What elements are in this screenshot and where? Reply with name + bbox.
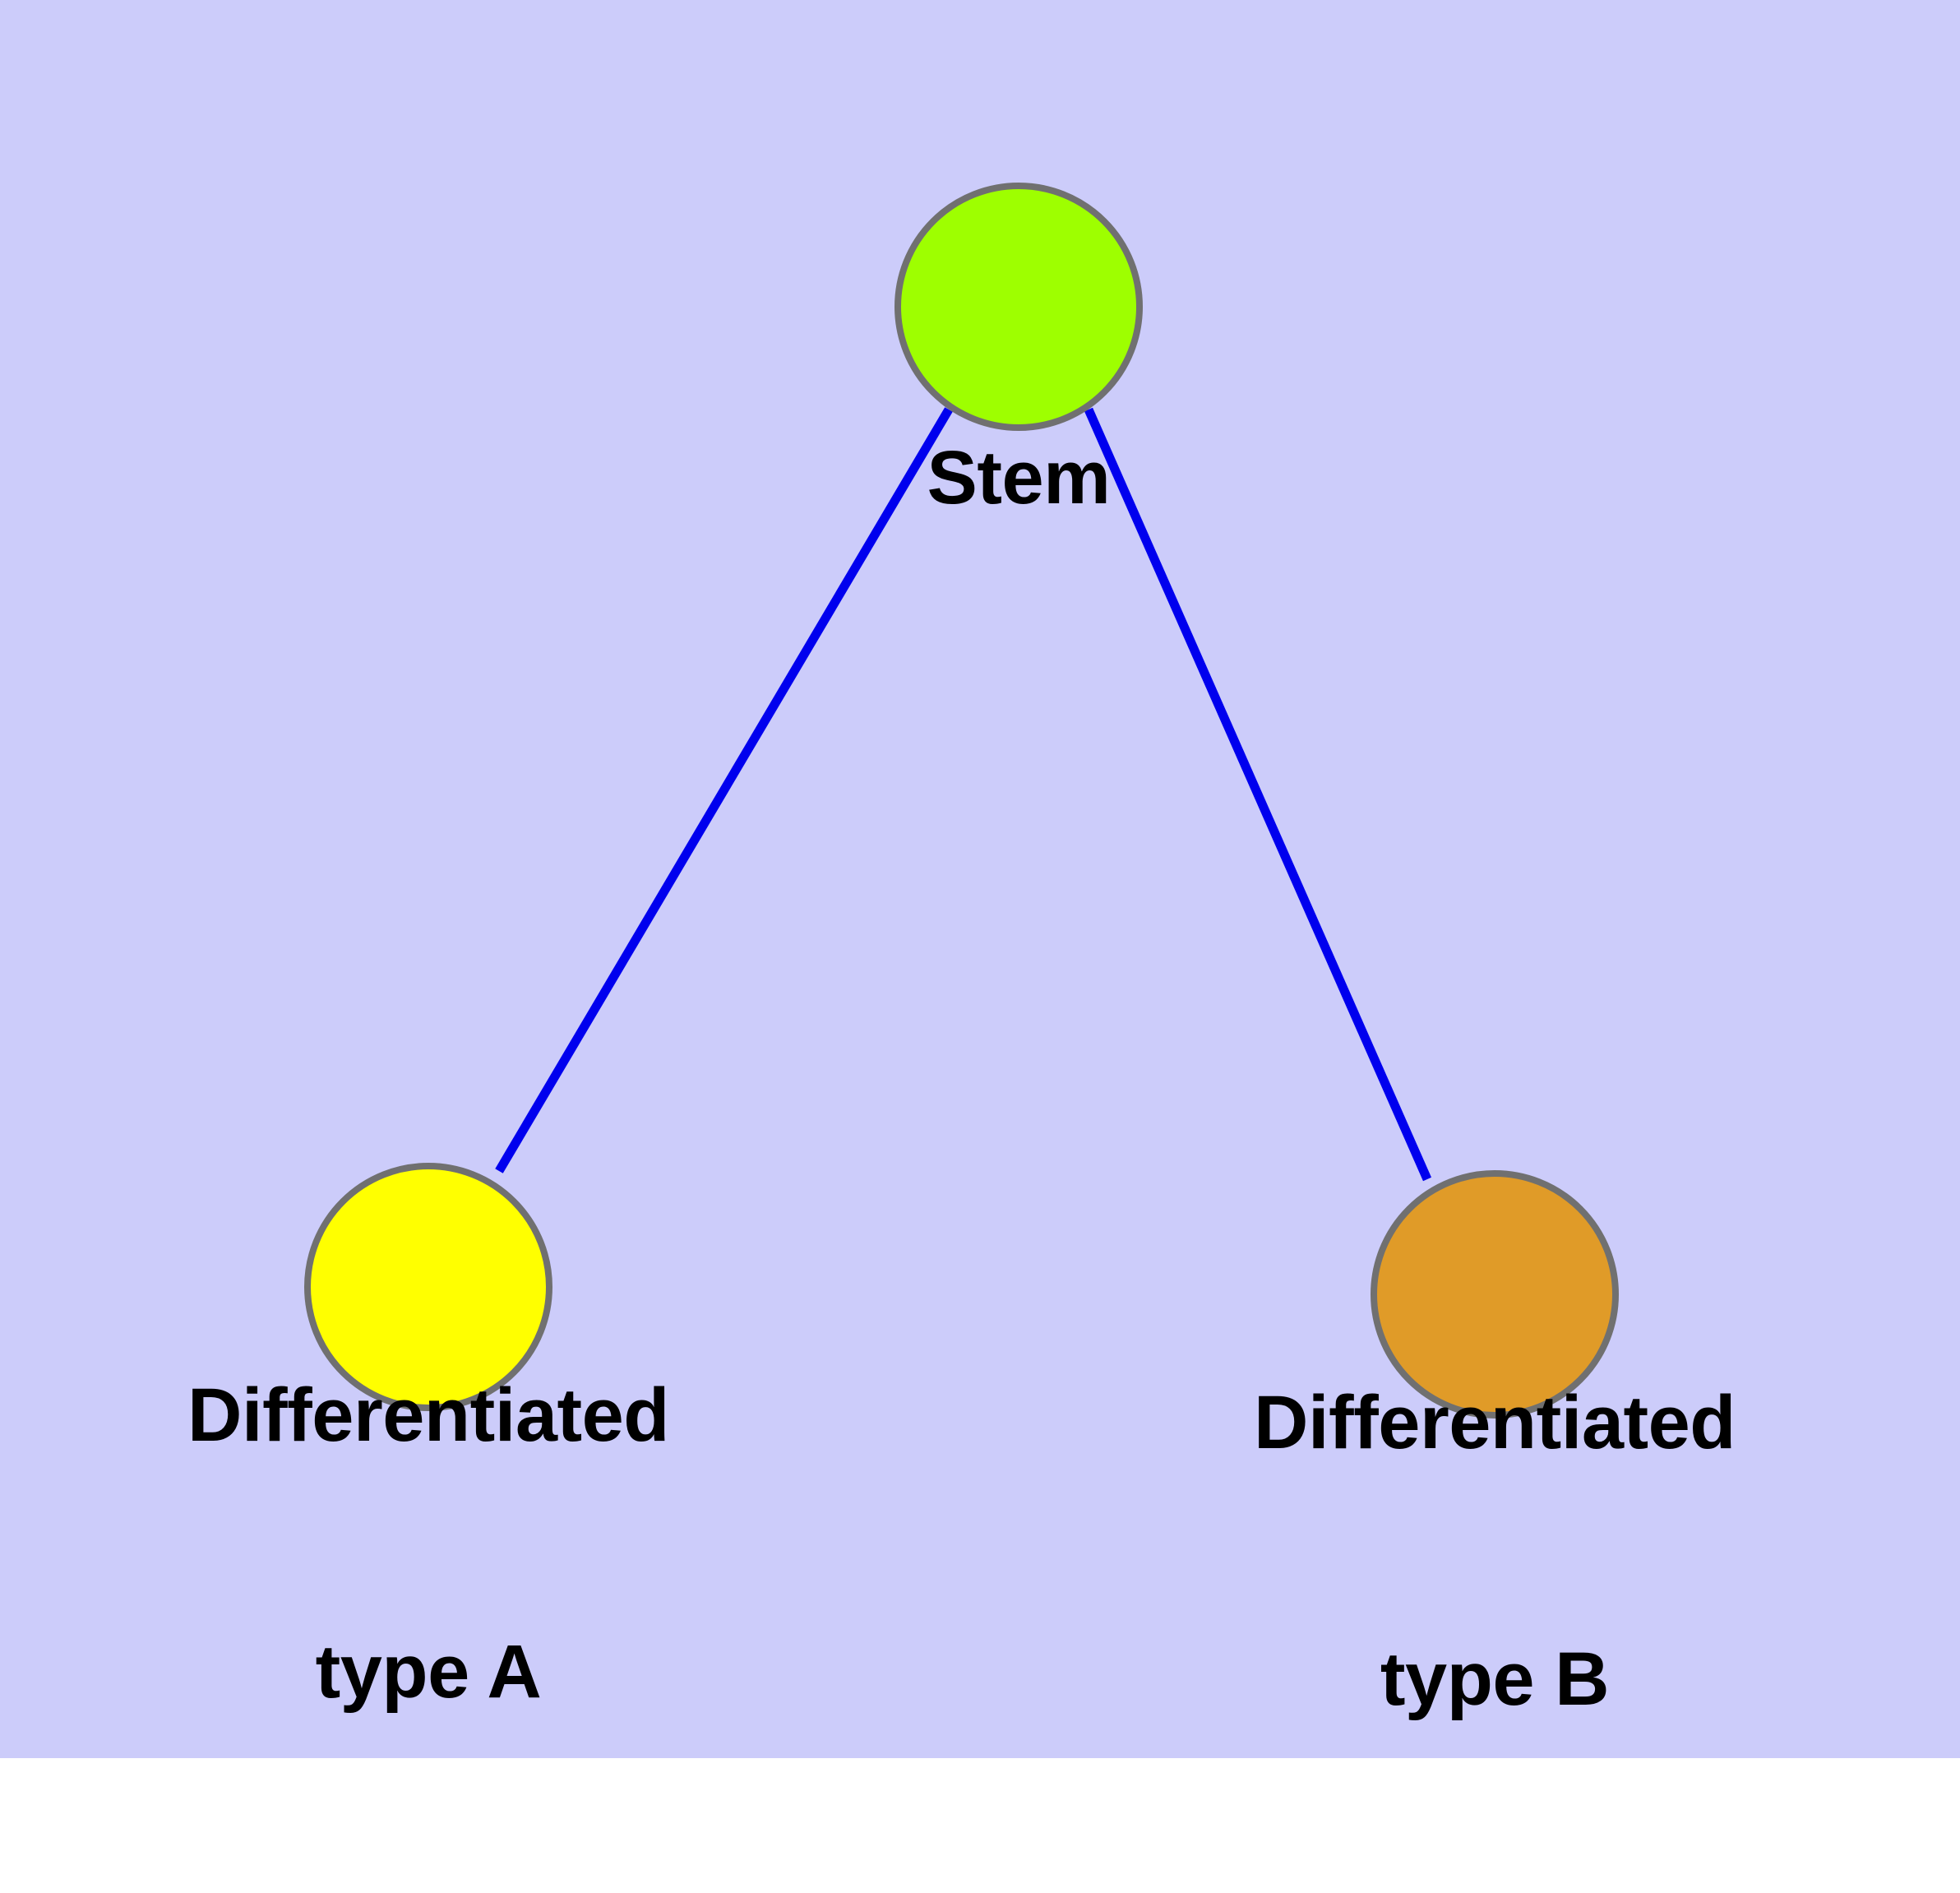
diagram-canvas: Stem Differentiated type A Differentiate…	[0, 0, 1960, 1758]
node-label-type-a-line-2: type A	[315, 1630, 542, 1714]
node-differentiated-type-a[interactable]	[304, 1163, 552, 1411]
node-label-differentiated-type-a: Differentiated type A	[17, 1201, 839, 1714]
node-label-type-b-line-1: Differentiated	[1254, 1381, 1736, 1465]
node-label-type-b-line-2: type B	[1380, 1637, 1610, 1721]
node-label-type-a-line-1: Differentiated	[187, 1373, 669, 1457]
edge-stem-to-type-a	[495, 407, 953, 1173]
node-label-differentiated-type-b: Differentiated type B	[1084, 1209, 1906, 1721]
node-differentiated-type-b[interactable]	[1371, 1170, 1619, 1419]
node-stem[interactable]	[894, 183, 1143, 431]
node-label-stem-line-1: Stem	[927, 436, 1111, 520]
edge-layer	[495, 407, 1432, 1182]
edge-stem-to-type-b	[1084, 407, 1432, 1182]
node-label-stem: Stem	[854, 264, 1183, 520]
